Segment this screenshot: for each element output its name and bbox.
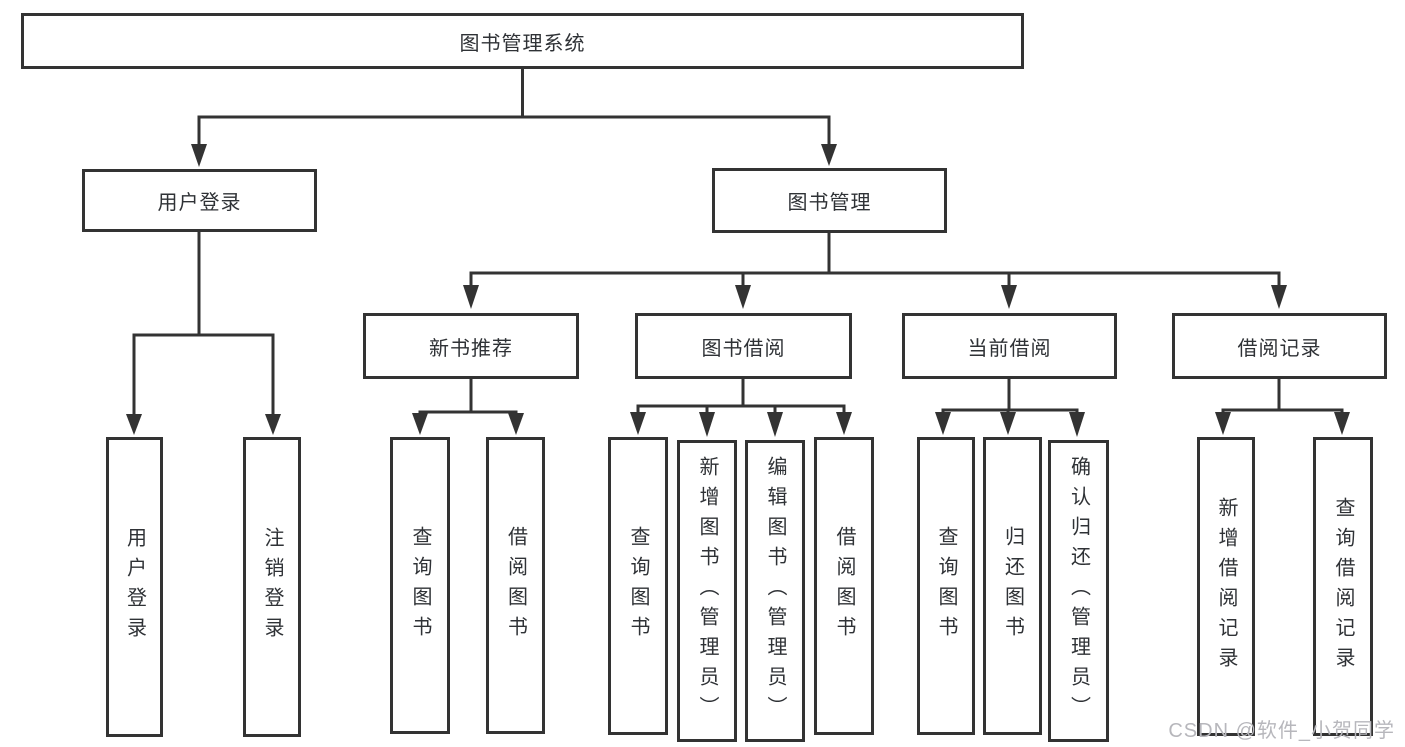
- node-label: 新增图书（管理员）: [696, 456, 718, 726]
- node-system-root: 图书管理系统: [21, 13, 1024, 69]
- leaf-logout: 注销登录: [243, 437, 301, 737]
- node-label: 借阅图书: [833, 526, 855, 646]
- node-label: 图书管理: [787, 192, 872, 214]
- node-label: 编辑图书（管理员）: [764, 456, 786, 726]
- node-label: 借阅图书: [504, 525, 527, 646]
- node-label: 新书推荐: [429, 337, 513, 360]
- node-label: 当前借阅: [967, 337, 1052, 360]
- leaf-confirm-return-admin: 确认归还（管理员）: [1048, 440, 1109, 742]
- leaf-add-borrow-record: 新增借阅记录: [1197, 437, 1255, 736]
- node-label: 新增借阅记录: [1215, 496, 1237, 677]
- leaf-borrow-books-1: 借阅图书: [486, 437, 545, 734]
- leaf-edit-books-admin: 编辑图书（管理员）: [745, 440, 805, 742]
- leaf-user-login: 用户登录: [106, 437, 163, 737]
- leaf-query-books-3: 查询图书: [917, 437, 975, 735]
- node-borrow-records: 借阅记录: [1172, 313, 1387, 379]
- leaf-query-books-1: 查询图书: [390, 437, 450, 734]
- node-user-login: 用户登录: [82, 169, 317, 232]
- node-label: 注销登录: [261, 527, 283, 647]
- node-label: 用户登录: [123, 527, 146, 647]
- node-label: 图书管理系统: [459, 32, 586, 55]
- leaf-query-borrow-record: 查询借阅记录: [1313, 437, 1373, 736]
- node-book-borrow: 图书借阅: [635, 313, 852, 379]
- node-label: 查询借阅记录: [1332, 496, 1354, 677]
- leaf-borrow-books-2: 借阅图书: [814, 437, 874, 735]
- node-label: 图书借阅: [701, 337, 786, 360]
- node-label: 查询图书: [627, 526, 649, 646]
- leaf-return-books: 归还图书: [983, 437, 1042, 735]
- node-label: 查询图书: [409, 525, 431, 646]
- node-label: 借阅记录: [1237, 337, 1322, 360]
- leaf-add-books-admin: 新增图书（管理员）: [677, 440, 737, 742]
- node-label: 归还图书: [1001, 526, 1024, 646]
- node-label: 确认归还（管理员）: [1067, 456, 1090, 726]
- node-label: 查询图书: [935, 526, 957, 646]
- node-label: 用户登录: [157, 192, 242, 214]
- leaf-query-books-2: 查询图书: [608, 437, 668, 735]
- node-new-book-recommend: 新书推荐: [363, 313, 579, 379]
- node-current-borrow: 当前借阅: [902, 313, 1117, 379]
- node-book-management: 图书管理: [712, 168, 947, 233]
